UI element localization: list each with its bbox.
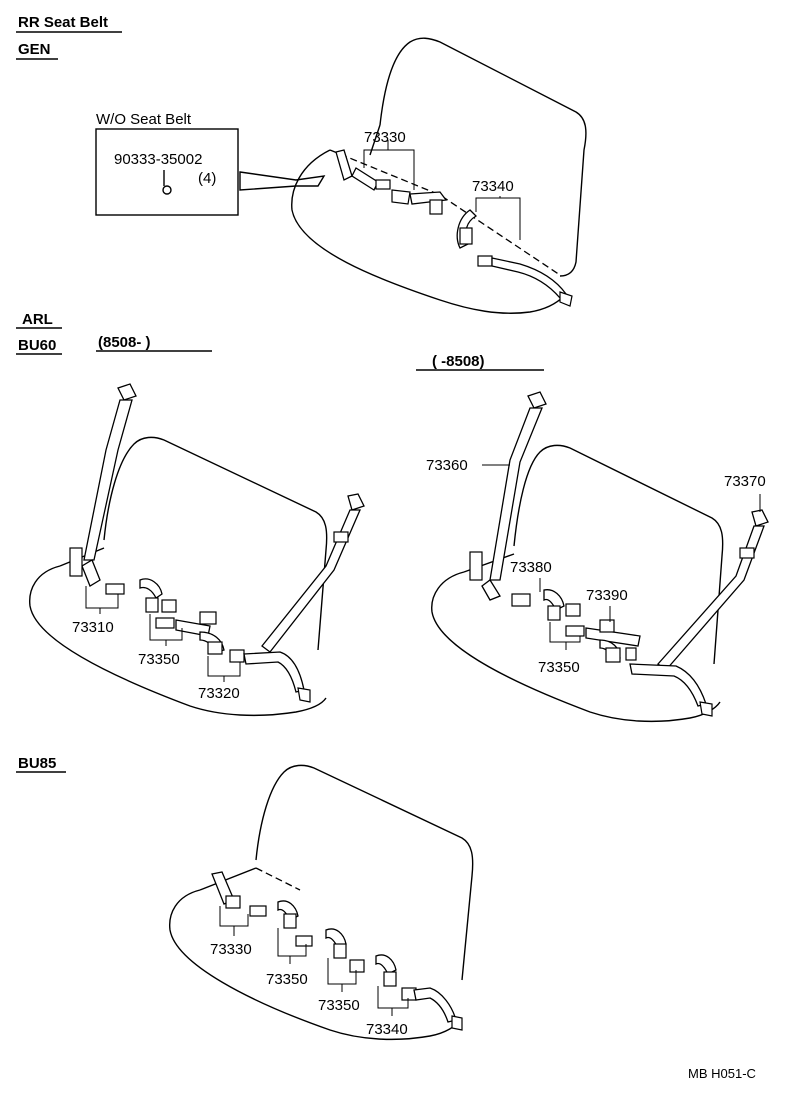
bu60-new-seat-drawing <box>29 383 365 717</box>
callout-bu60n-a: 73310 <box>72 619 114 636</box>
seat-cushion <box>431 571 721 723</box>
section-headings: RR Seat Belt GEN ARL BU60 (8508- ) ( -85… <box>16 14 544 773</box>
seat-back <box>255 764 474 981</box>
inset-without-seat-belt: W/O Seat Belt 90333-35002 (4) <box>95 111 326 216</box>
seat-back <box>103 436 328 651</box>
bu60-old-seat-drawing <box>431 391 769 723</box>
callout-bu85-b: 73350 <box>266 971 308 988</box>
callout-bu60o-a: 73360 <box>426 457 468 474</box>
inset-quantity: (4) <box>198 170 216 187</box>
callout-gen-a: 73330 <box>364 129 406 146</box>
heading-gen: GEN <box>18 41 51 58</box>
seat-cushion <box>169 889 461 1041</box>
bu60-old-callouts: 73360 73370 73380 73390 73350 <box>426 457 766 676</box>
heading-range-new: (8508- ) <box>98 334 151 351</box>
seat-back <box>513 444 724 665</box>
callout-bu60o-e: 73350 <box>538 659 580 676</box>
heading-range-old: ( -8508) <box>432 353 485 370</box>
callout-bu85-c: 73350 <box>318 997 360 1014</box>
gen-seat-drawing <box>291 37 587 314</box>
bu85-seat-drawing <box>169 764 474 1041</box>
callout-bu60o-b: 73370 <box>724 473 766 490</box>
callout-bu60o-d: 73390 <box>586 587 628 604</box>
gen-callouts: 73330 73340 <box>363 129 521 240</box>
inset-part-number: 90333-35002 <box>114 151 202 168</box>
figure-code: MB H051-C <box>688 1066 756 1081</box>
heading-bu60: BU60 <box>18 337 56 354</box>
pointer-arrow-icon <box>239 171 326 191</box>
callout-bu60n-b: 73350 <box>138 651 180 668</box>
inset-title: W/O Seat Belt <box>96 111 192 128</box>
callout-gen-b: 73340 <box>472 178 514 195</box>
seat-cushion <box>29 565 327 717</box>
seat-cushion <box>291 149 565 314</box>
callout-bu60n-c: 73320 <box>198 685 240 702</box>
bu85-callouts: 73330 73350 73350 73340 <box>210 906 409 1038</box>
heading-bu85: BU85 <box>18 755 56 772</box>
seat-back <box>379 37 587 277</box>
title-rr-seat-belt: RR Seat Belt <box>18 14 108 31</box>
plug-icon <box>162 185 172 195</box>
callout-bu60o-c: 73380 <box>510 559 552 576</box>
callout-bu85-a: 73330 <box>210 941 252 958</box>
bu60-new-callouts: 73310 73350 73320 <box>72 586 241 702</box>
callout-bu85-d: 73340 <box>366 1021 408 1038</box>
heading-arl: ARL <box>22 311 53 328</box>
